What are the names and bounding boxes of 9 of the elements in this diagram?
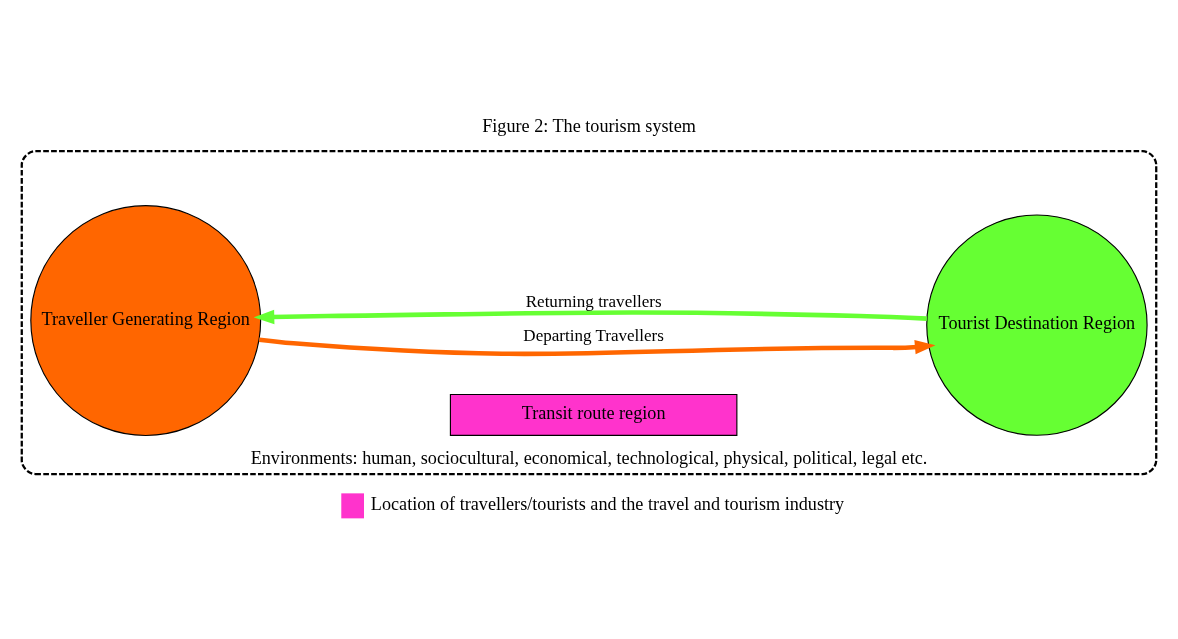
node-box: Transit route region (449, 393, 738, 436)
arrow (253, 309, 927, 324)
edge-label: Departing Travellers (523, 325, 664, 345)
edge-label: Returning travellers (525, 291, 662, 311)
node-circle: Traveller Generating Region (30, 204, 262, 436)
arrow (258, 336, 936, 356)
diagram-title: Figure 2: The tourism system (482, 115, 696, 136)
node-circle: Tourist Destination Region (926, 213, 1148, 436)
legend-label: Location of travellers/tourists and the travel and tourism industry (370, 493, 845, 514)
